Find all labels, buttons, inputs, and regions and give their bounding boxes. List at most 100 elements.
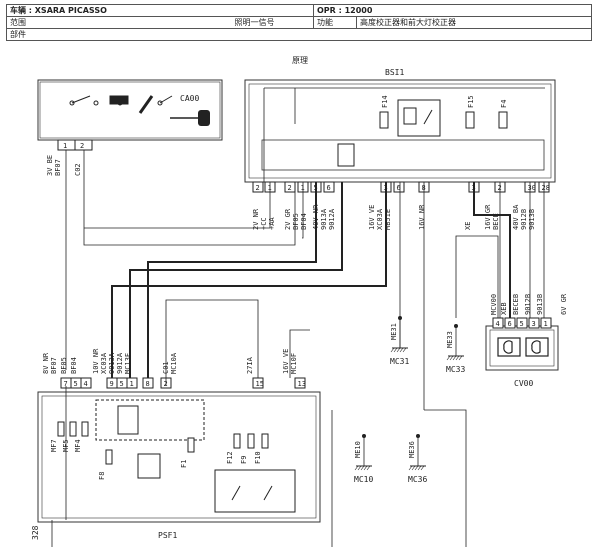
psf1-fuse-icon [81,421,89,437]
cv00-pin: 1 [544,320,548,328]
cv00-pin: 5 [520,320,524,328]
psf1-wire-label: MC13F [124,353,132,374]
psf1-label: PSF1 [158,531,177,540]
cv00-wire-label: MCV00 [490,294,498,315]
cv00-label: CV00 [514,379,533,388]
ground-icon [390,316,408,353]
psf1-fuse-icon [69,421,77,437]
psf1-fuse-label: MF4 [74,439,82,452]
bsi-pin-box [393,181,405,193]
psf1-pin: 5 [120,380,124,388]
psf1-pin-box [80,377,92,389]
fuse-f14-icon [379,111,389,129]
ground-label: MC33 [446,365,465,374]
psf-chip-icon [117,405,139,435]
psf-relay-icon [137,453,161,479]
lighting-label: 照明一信号 [234,18,275,27]
psf1-fuse-icon [247,433,255,449]
bsi-wire-label: 16V GR [484,204,492,230]
bsi-pin: 2 [256,184,260,192]
psf1-wire-label: 10V NR [92,348,100,374]
bsi-wire-label: 2V NR [252,208,260,230]
ground-connector-label: ME10 [354,441,362,458]
bsi-wire-label: 16V VE [368,205,376,230]
bsi-pin: 30 [528,184,536,192]
bsi-wire-label: XE [464,222,472,230]
psf1-pin: 13 [298,380,306,388]
bsi-wire-label: +AA [268,217,276,230]
psf1-fuse-icon [105,449,113,465]
key-icon [170,110,210,126]
cv00-wire-label: XEB [500,302,508,315]
psf1-fuse-icon [261,433,269,449]
ground-label: MC10 [354,475,373,484]
bsi-pin: 6 [397,184,401,192]
bsi-fuse-label: F15 [467,95,475,108]
cv00-wire-label: 9013B [536,294,544,315]
ca00-wire-label: BF07 [54,159,62,176]
ca00-wire-label: 3V BE [46,155,54,176]
bsi-wire-label: XC03A [376,208,384,230]
psf1-wire-label: 8V NR [42,352,50,374]
bsi-pin: 28 [542,184,550,192]
bsi-wire-label: MB51E [384,209,392,230]
bsi-wire-label: 9012B [520,209,528,230]
psf1-wire-label: MC10A [170,352,178,374]
cv00-pin: 6 [508,320,512,328]
bsi-wire-label: 9013B [528,209,536,230]
psf-relay-box [214,469,296,513]
ca00-pin: 1 [63,142,67,150]
psf1-pin-box [294,377,306,389]
ca00-wire-label: C02 [74,163,82,176]
scope-label: 范围 [10,18,26,27]
psf1-fuse-label: F9 [240,456,248,464]
bsi-wire-label: BF04 [300,213,308,230]
psf1-fuse-label: F10 [254,451,262,464]
ground-icon [408,434,426,471]
psf1-wire-label: MC10F [290,353,298,374]
psf1-pin: 9 [110,380,114,388]
bsi-pin-box [252,181,264,193]
psf1-fuse-icon [187,437,195,453]
cv00-pin-box [528,317,540,329]
cv00-wire-label: BECEB [512,294,520,315]
bsi-pin-box [323,181,335,193]
header-table: 车辆 : XSARA PICASSO OPR : 12000 范围 照明一信号 … [0,0,601,58]
ground-connector-label: ME36 [408,441,416,458]
bsi-wire-label: +CC [260,217,268,230]
ground-connector-label: ME33 [446,331,454,348]
headlamp-left-icon [497,337,521,357]
psf1-pin: 7 [64,380,68,388]
diagram-title: 原理 [292,56,308,65]
bsi-chip-icon [337,143,355,167]
psf1-pin: 4 [84,380,88,388]
psf1-wire-label: 27IA [246,356,254,374]
bsi-wire-label: 40V BA [512,204,520,230]
psf1-pin-box [126,377,138,389]
fuse-f15-icon [465,111,475,129]
ground-icon [446,324,464,361]
psf1-pin: 1 [130,380,134,388]
psf1-wire-label: 9012A [116,352,124,374]
psf1-wire-label: XC03A [100,352,108,374]
psf1-fuse-label: F8 [98,472,106,480]
bottom-left-label: 328 [31,525,40,540]
part-cell: 部件 [6,28,592,41]
psf1-wire-label: BF07 [50,357,58,374]
psf1-fuse-label: F1 [180,460,188,468]
bsi-wire-label: BF05 [292,213,300,230]
cv00-pin-box [516,317,528,329]
psf1-fuse-label: MF7 [50,439,58,452]
bsi1-label: BSI1 [385,68,404,77]
ca00-pin: 2 [80,142,84,150]
